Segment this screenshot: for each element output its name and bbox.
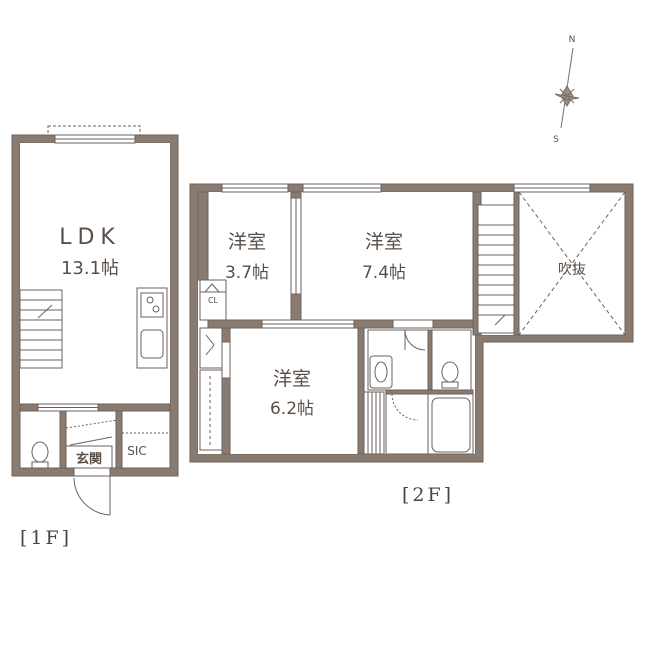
bathroom (385, 393, 474, 455)
floor-2-stair (477, 204, 515, 334)
compass-north-label: N (569, 35, 576, 45)
floor-1-plan (11, 125, 179, 516)
western-b-name: 洋室 (365, 231, 403, 253)
wall-c-left (221, 327, 231, 455)
bathtub (431, 397, 471, 453)
western-a-size: 3.7帖 (225, 263, 269, 283)
ldk-name: LDK (59, 225, 121, 250)
toilet-1f (19, 410, 63, 469)
toilet-1f-wall (59, 410, 67, 469)
ldk-size: 13.1帖 (61, 258, 119, 279)
floor-1-label: [1F] (20, 527, 73, 549)
balcony-dashed (47, 125, 141, 136)
closet-c (363, 391, 385, 455)
kitchen-counter (136, 287, 168, 369)
void-area (518, 191, 626, 336)
washroom (367, 329, 429, 391)
floor-2-label: [2F] (402, 484, 455, 506)
entrance-door (73, 467, 111, 516)
closet-3-7 (199, 279, 227, 321)
closet-left-b (199, 369, 223, 451)
western-c-name: 洋室 (273, 368, 311, 390)
floor-1-stair (19, 289, 63, 369)
compass-rose (554, 47, 580, 129)
sic-wall (115, 410, 123, 469)
western-a-name: 洋室 (228, 231, 266, 253)
sic-label: SIC (127, 444, 147, 458)
wall-c-right (357, 327, 365, 455)
sic-area (121, 410, 171, 469)
entrance-label: 玄関 (76, 451, 102, 467)
wash-basin (369, 355, 393, 389)
wall-a (197, 191, 209, 281)
western-c-size: 6.2帖 (270, 399, 314, 419)
toilet-2f (429, 329, 472, 393)
closet-mark: CL (208, 296, 219, 305)
western-b-size: 7.4帖 (362, 263, 406, 283)
void-label: 吹抜 (558, 262, 586, 278)
compass-south-label: S (553, 135, 559, 145)
floor-2-plan (189, 183, 634, 463)
